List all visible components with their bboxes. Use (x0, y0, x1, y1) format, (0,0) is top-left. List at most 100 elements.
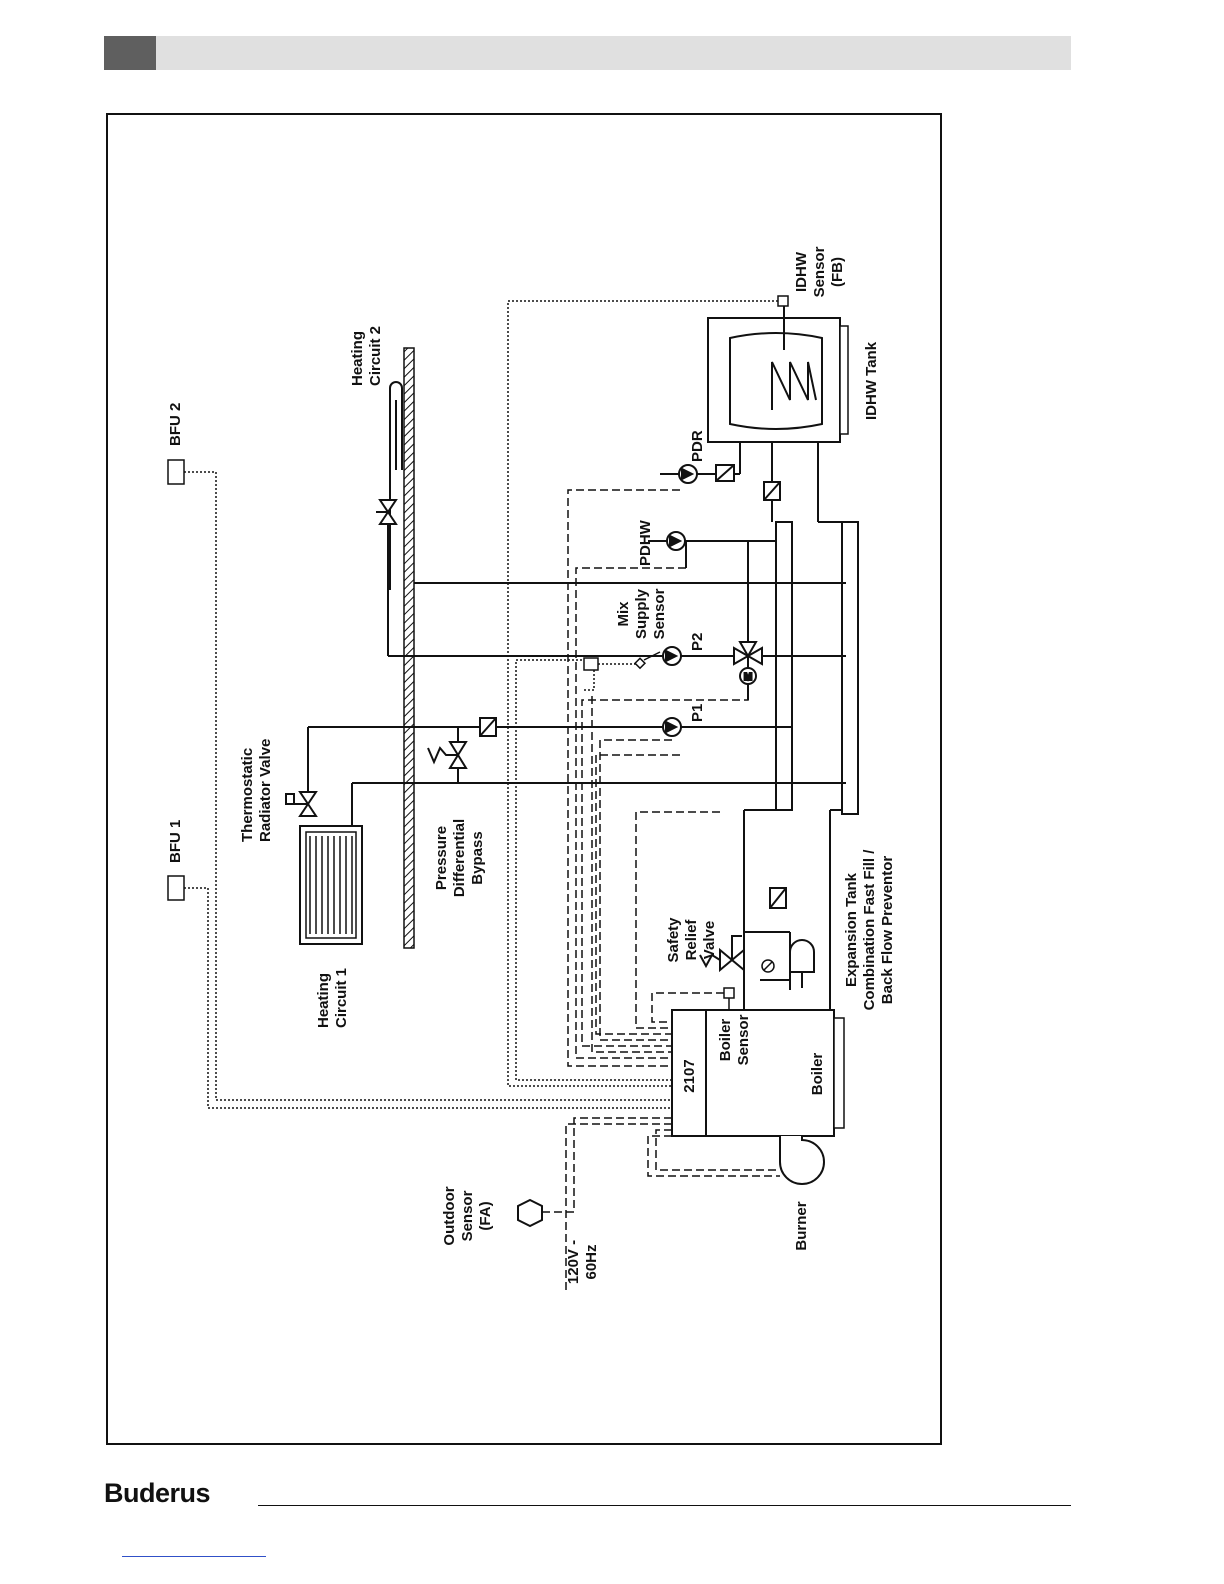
controller-label: 2107 (681, 1059, 698, 1092)
pump-wiring (542, 489, 780, 1290)
outdoor-sensor-label-3: (FA) (477, 1201, 494, 1230)
et-label-1: Expansion Tank (843, 872, 860, 987)
idhw-sensor-label-1: IDHW (793, 251, 810, 292)
mss-label-2: Supply (633, 588, 650, 639)
sensor-wiring (184, 300, 778, 1109)
buderus-logo: Buderus (104, 1478, 211, 1508)
pump-p2 (662, 646, 682, 666)
boiler-sensor (723, 987, 735, 999)
safety-relief-valve (699, 935, 745, 973)
label-pressure-differential-bypass: Pressure Differential Bypass (433, 819, 486, 897)
mix-sensor-junction (583, 657, 599, 671)
p1-label: P1 (689, 704, 706, 722)
pump-pdhw (666, 531, 686, 551)
return-header (841, 521, 859, 815)
svg-text:M: M (744, 672, 752, 683)
radiant-loop (389, 381, 403, 590)
idhw-tank-label: IDHW Tank (863, 341, 880, 420)
bfu2-label: BFU 2 (167, 403, 184, 446)
idhw-sensor-label-3: (FB) (829, 257, 846, 287)
heating-circuit-2-label-2: Circuit 2 (367, 326, 384, 386)
diagram-frame (106, 113, 942, 1445)
pdhw-label: PDHW (637, 519, 654, 566)
idhw-tank (707, 304, 849, 443)
outdoor-sensor-label-2: Sensor (459, 1190, 476, 1241)
pdb-label-2: Differential (451, 819, 468, 897)
thermostatic-radiator-valve (285, 791, 318, 817)
boiler-sensor-label-2: Sensor (735, 1014, 752, 1065)
mix-supply-sensor (633, 651, 661, 670)
footer-rule (258, 1505, 1071, 1506)
label-heating-circuit-2: Heating Circuit 2 (349, 326, 384, 386)
label-power: 120V - 60Hz (565, 1240, 600, 1284)
idhw-sensor (777, 295, 789, 307)
hc2-valve (376, 499, 398, 525)
trv-label-2: Radiator Valve (257, 739, 274, 842)
footer-link-underline[interactable] (122, 1556, 266, 1557)
pdb-label-3: Bypass (469, 831, 486, 884)
srv-label-2: Relief (683, 919, 700, 961)
label-bfu2: BFU 2 (167, 403, 184, 446)
radiator (299, 825, 363, 945)
label-idhw-sensor: IDHW Sensor (FB) (793, 246, 846, 297)
bfu2-unit (167, 459, 185, 485)
label-expansion-tank: Expansion Tank Combination Fast Fill / B… (843, 849, 896, 1011)
label-safety-relief-valve: Safety Relief Valve (665, 917, 718, 963)
check-valve-hc1 (479, 717, 497, 737)
pump-p1 (662, 717, 682, 737)
heating-circuit-1-label-2: Circuit 1 (333, 968, 350, 1028)
srv-label-3: Valve (701, 921, 718, 959)
burner (779, 1136, 825, 1185)
bfu1-unit (167, 875, 185, 901)
supply-header (775, 521, 793, 811)
header-bar (104, 36, 1071, 70)
mss-label-3: Sensor (651, 588, 668, 639)
heating-circuit-2-label-1: Heating (349, 331, 366, 386)
controller-2107 (671, 1009, 707, 1137)
outdoor-sensor (517, 1198, 543, 1228)
label-boiler-sensor: Boiler Sensor (717, 1014, 752, 1065)
mss-label-1: Mix (615, 601, 632, 627)
label-burner: Burner (793, 1201, 810, 1250)
heating-circuit-1-label-1: Heating (315, 973, 332, 1028)
power-label-2: 60Hz (583, 1244, 600, 1279)
label-pdhw: PDHW (637, 519, 654, 566)
floor-slab (403, 347, 415, 949)
label-boiler: Boiler (809, 1053, 826, 1096)
boiler-label: Boiler (809, 1053, 826, 1096)
label-bfu1: BFU 1 (167, 820, 184, 863)
piping (307, 410, 852, 1012)
boiler (705, 1009, 845, 1137)
trv-label-1: Thermostatic (239, 748, 256, 842)
label-mix-supply-sensor: Mix Supply Sensor (615, 588, 668, 639)
label-pdr: PDR (689, 430, 706, 462)
bfu1-label: BFU 1 (167, 820, 184, 863)
check-valve-dhw (763, 481, 781, 501)
pdr-label: PDR (689, 430, 706, 462)
pressure-gauge (761, 959, 775, 973)
expansion-tank (789, 939, 815, 988)
pressure-differential-bypass-valve (427, 727, 468, 783)
burner-label: Burner (793, 1201, 810, 1250)
check-valve-pdr (715, 464, 735, 482)
et-label-2: Combination Fast Fill / (861, 849, 878, 1011)
label-p2: P2 (689, 633, 706, 651)
label-outdoor-sensor: Outdoor Sensor (FA) (441, 1186, 494, 1245)
label-p1: P1 (689, 704, 706, 722)
mixing-valve: M (733, 641, 763, 685)
outdoor-sensor-label-1: Outdoor (441, 1186, 458, 1245)
pdb-label-1: Pressure (433, 826, 450, 890)
p2-label: P2 (689, 633, 706, 651)
boiler-sensor-label-1: Boiler (717, 1019, 734, 1062)
idhw-sensor-label-2: Sensor (811, 246, 828, 297)
pump-pdr (678, 464, 698, 484)
et-label-3: Back Flow Preventor (879, 856, 896, 1005)
label-heating-circuit-1: Heating Circuit 1 (315, 968, 350, 1028)
label-idhw-tank: IDHW Tank (863, 341, 880, 420)
label-thermostatic-radiator-valve: Thermostatic Radiator Valve (239, 739, 274, 842)
srv-label-1: Safety (665, 917, 682, 963)
power-label-1: 120V - (565, 1240, 582, 1284)
header-tab-block (104, 36, 156, 70)
check-valve-fill (769, 887, 787, 909)
